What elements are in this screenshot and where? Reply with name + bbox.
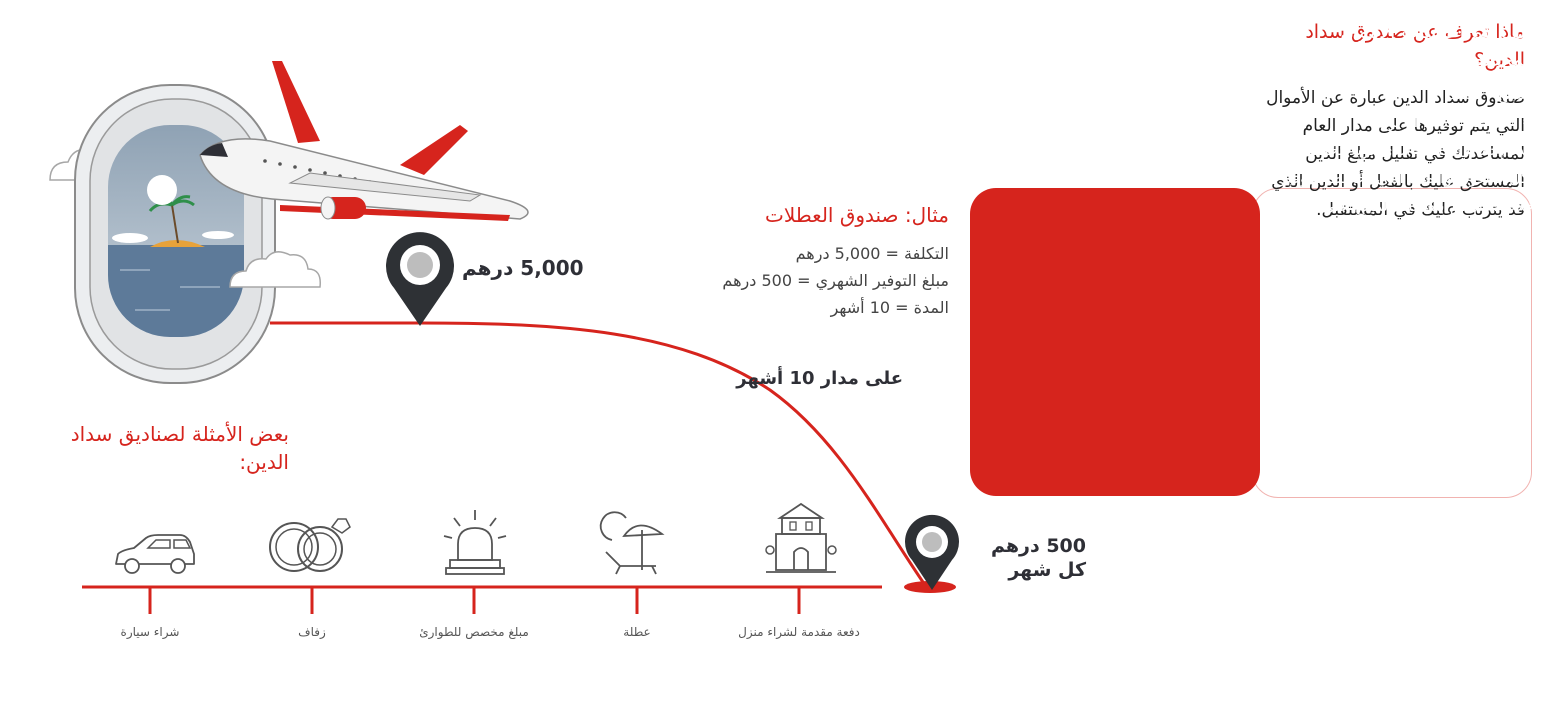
calculation-card [970,188,1260,496]
car-icon [115,534,195,574]
airplane-window-illustration [49,61,529,384]
example-duration: المدة = 10 أشهر [830,298,949,317]
example-monthly-saving: مبلغ التوفير الشهري = 500 درهم [722,271,949,290]
category-label-emergency: مبلغ مخصص للطوارئ [419,625,529,639]
formula-line-1: المبلغ / المدة [1446,84,1535,103]
house-icon [765,502,837,573]
monthly-amount-value: 500 درهم [990,535,1086,557]
end-pin-icon [905,514,959,590]
period-label: على مدار 10 أشهر [736,368,903,389]
monthly-amount-label: 500 درهم كل شهر [990,534,1086,582]
emergency-light-icon [443,510,507,575]
formula-line-2: = احتياطي سداد الدين [1383,112,1535,131]
examples-heading: بعض الأمثلة لصناديق سداد الدين: [70,422,289,474]
example-details: التكلفة = 5,000 درهم مبلغ التوفير الشهري… [649,240,949,321]
calculation-card-title: كيف يتم احتساب الأموال المخصصة لسداد الط… [1332,21,1535,71]
example-cost: التكلفة = 5,000 درهم [795,244,949,263]
start-pin-icon [386,232,454,326]
calculation-card-body: المبلغ / المدة = احتياطي سداد الدين حدد … [1271,80,1535,220]
info-card-title: ماذا تعرف عن صندوق سداد الدين؟ [1305,21,1525,71]
formula-explanation: حدد إجمالي المبلغ الذي تريد تخصيصه لكل ص… [1278,140,1535,215]
info-card [1252,188,1532,498]
category-label-wedding: زفاف [298,625,326,639]
airplane-icon [199,61,529,221]
category-label-house: دفعة مقدمة لشراء منزل [738,625,860,639]
start-amount-label: 5,000 درهم [462,256,584,280]
info-card-body: صندوق سداد الدين عبارة عن الأموال التي ي… [1266,88,1525,220]
monthly-amount-period: كل شهر [1008,559,1086,581]
example-title: مثال: صندوق العطلات [765,203,949,227]
rings-icon [269,518,351,572]
beach-icon [599,511,665,575]
category-label-car: شراء سيارة [120,625,180,639]
category-label-vacation: عطلة [623,625,651,639]
